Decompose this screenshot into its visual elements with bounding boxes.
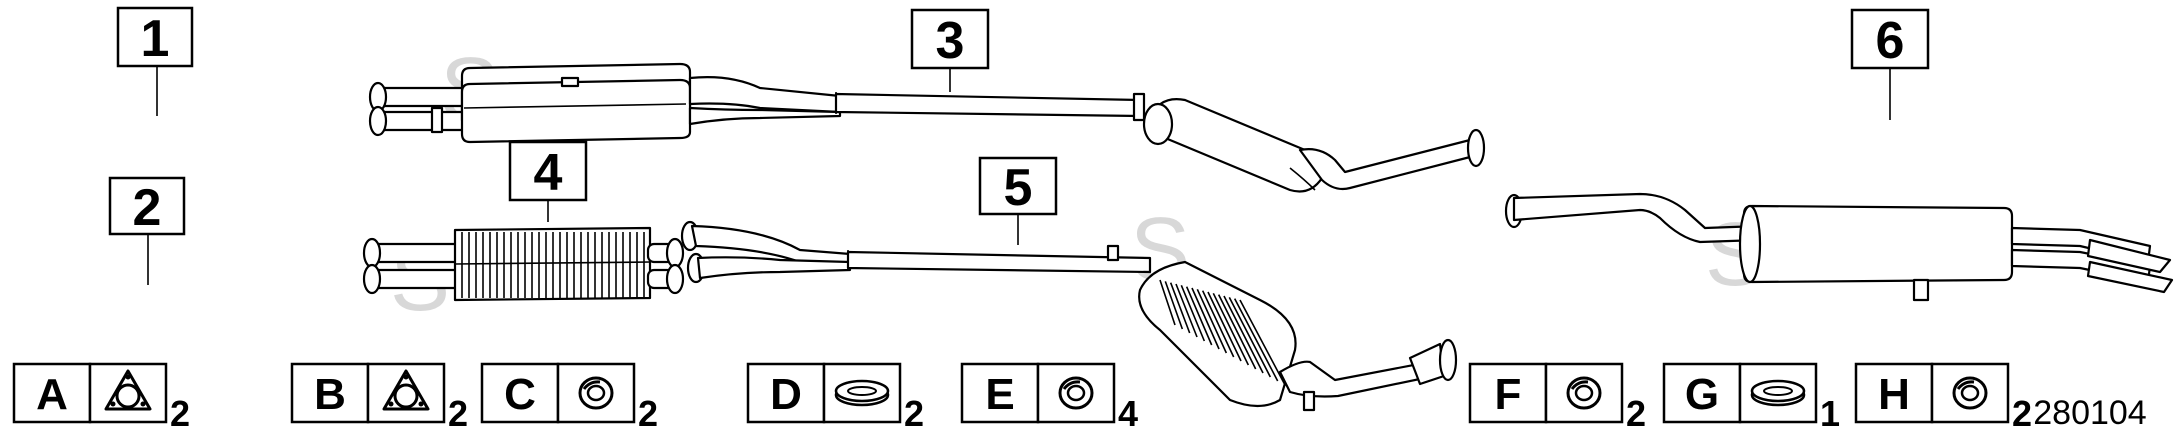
kit-quantity: 2 — [170, 393, 190, 432]
ring-seal-icon — [1952, 376, 1988, 410]
catalyst-rib-line — [1201, 290, 1235, 358]
kit-letter-cell — [1662, 362, 1742, 424]
callout-4-label: 4 — [534, 144, 563, 202]
callout-5[interactable]: 5 — [978, 156, 1058, 245]
kit-quantity: 4 — [1118, 393, 1138, 432]
kit-letter: A — [36, 370, 68, 419]
kit-quantity: 1 — [1820, 393, 1840, 432]
kit-letter-cell — [290, 362, 370, 424]
callout-6[interactable]: 6 — [1850, 8, 1930, 120]
kit-quantity: 2 — [638, 393, 658, 432]
kit-letter-cell — [1468, 362, 1548, 424]
callout-1[interactable]: 1 — [116, 6, 194, 116]
callout-2-label: 2 — [133, 179, 162, 237]
callout-3[interactable]: 3 — [910, 8, 990, 92]
callout-2[interactable]: 2 — [108, 176, 186, 285]
catalyst-rib-line — [1239, 299, 1286, 386]
catalyst-rib-line — [1196, 289, 1228, 354]
catalyst-rib-line — [1223, 295, 1264, 374]
part-6-rear-silencer[interactable] — [1504, 192, 2174, 302]
catalyst-rib-line — [1159, 279, 1176, 326]
kit-letter: F — [1495, 370, 1522, 419]
kit-letter: B — [314, 370, 346, 419]
diagram-code: 280104 — [2033, 394, 2146, 432]
catalyst-rib-line — [1233, 298, 1279, 382]
callout-3-label: 3 — [936, 12, 965, 70]
catalyst-rib-line — [1212, 292, 1250, 366]
kit-quantity: 2 — [1626, 393, 1646, 432]
kit-quantity: 2 — [448, 393, 468, 432]
kit-letter: D — [770, 370, 802, 419]
flat-oval-gasket-icon — [1750, 379, 1806, 407]
kit-letter: C — [504, 370, 536, 419]
ring-seal-icon — [578, 376, 614, 410]
ring-seal-icon — [1566, 376, 1602, 410]
catalyst-rib-line — [1169, 282, 1191, 334]
kit-quantity: 2 — [2012, 393, 2032, 432]
kit-letter: E — [985, 370, 1014, 419]
catalyst-rib-line — [1228, 296, 1272, 378]
triangle-flange-gasket-icon — [382, 369, 430, 411]
catalyst-rib-line — [1217, 294, 1257, 370]
kit-letter: G — [1685, 370, 1719, 419]
ring-seal-icon — [1058, 376, 1094, 410]
catalyst-rib-line — [1180, 285, 1206, 342]
callout-5-label: 5 — [1004, 159, 1033, 217]
catalyst-heat-shield-ribs — [461, 232, 645, 298]
catalyst-rib-line — [1175, 283, 1198, 338]
catalyst-rib-line — [1185, 286, 1213, 346]
callout-4[interactable]: 4 — [508, 140, 588, 222]
flat-oval-gasket-icon — [834, 379, 890, 407]
kit-quantity: 2 — [904, 393, 924, 432]
catalyst-rib-line — [1207, 291, 1242, 362]
catalyst-ribs — [1159, 279, 1286, 386]
triangle-flange-gasket-icon — [104, 369, 152, 411]
part-3-front-silencer-assembly[interactable] — [368, 62, 1486, 193]
kit-letter-cell — [746, 362, 826, 424]
kit-letter-cell — [1854, 362, 1934, 424]
kit-letter-cell — [480, 362, 560, 424]
callout-6-label: 6 — [1876, 12, 1905, 70]
part-5-intermediate-pipe-catalyst[interactable] — [680, 220, 1458, 412]
catalyst-rib-line — [1191, 287, 1220, 350]
part-4-catalytic-converter-pipe[interactable] — [362, 226, 685, 302]
catalyst-rib-line — [1164, 281, 1184, 330]
callout-1-label: 1 — [141, 10, 170, 68]
kit-letter: H — [1878, 370, 1910, 419]
